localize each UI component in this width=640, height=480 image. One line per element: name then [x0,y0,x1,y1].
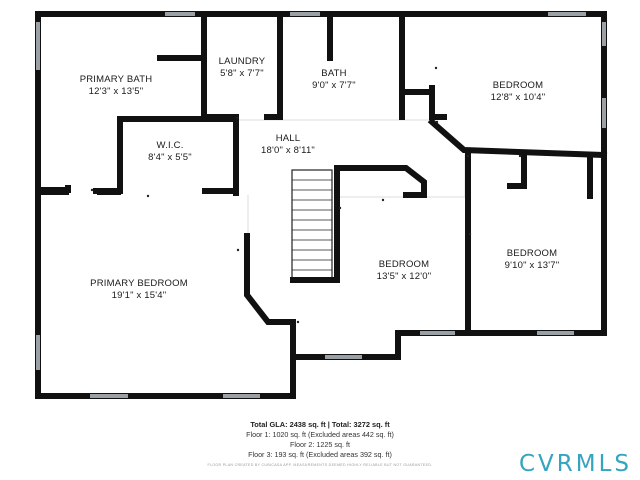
room-label-primary-bedroom: PRIMARY BEDROOM 19'1" x 15'4" [86,278,192,302]
room-name: PRIMARY BATH [79,74,153,85]
room-label-bedroom-east: BEDROOM 9'10" x 13'7" [492,248,572,272]
stair-enclosure-wall [244,233,296,360]
room-dimensions: 12'8" x 10'4" [490,92,546,103]
windows [36,12,606,398]
staircase [291,169,333,279]
walls [35,11,608,399]
room-name: LAUNDRY [218,56,266,67]
room-label-bedroom-center: BEDROOM 13'5" x 12'0" [364,259,444,283]
room-label-bedroom-ne: BEDROOM 12'8" x 10'4" [478,80,558,104]
room-label-bath: BATH 9'0" x 7'7" [298,68,370,92]
room-label-wic: W.I.C. 8'4" x 5'5" [132,140,208,164]
room-name: BEDROOM [506,248,558,259]
room-name: BATH [321,68,347,79]
room-label-laundry: LAUNDRY 5'8" x 7'7" [206,56,278,80]
wic-west-wall [117,116,239,193]
room-dimensions: 13'5" x 12'0" [376,271,432,282]
exterior-wall-north-east [35,11,607,336]
room-name: W.I.C. [156,140,184,151]
door-markers [90,66,522,324]
logo-text: CVRMLS [518,451,632,477]
room-label-primary-bath: PRIMARY BATH 12'3" x 13'5" [76,74,156,98]
room-dimensions: 9'0" x 7'7" [312,80,356,91]
primary-bath-east-wall [201,11,239,196]
room-name: HALL [275,133,301,144]
room-dimensions: 9'10" x 13'7" [504,260,560,271]
cvrmls-logo: CVRMLS [519,450,632,478]
disclaimer-text: FLOOR PLAN CREATED BY CUBICASA APP. MEAS… [207,463,433,467]
room-name: BEDROOM [378,259,430,270]
total-area-text: Total GLA: 2438 sq. ft | Total: 3272 sq.… [250,420,390,429]
room-dimensions: 19'1" x 15'4" [111,290,167,301]
room-dimensions: 18'0" x 8'11" [261,145,315,156]
floor3-area: Floor 3: 193 sq. ft (Excluded areas 392 … [248,450,392,459]
room-dimensions: 8'4" x 5'5" [148,152,192,163]
closet-angled-wall [334,165,427,198]
floor1-area: Floor 1: 1020 sq. ft (Excluded areas 442… [246,430,394,439]
room-dimensions: 12'3" x 13'5" [88,86,144,97]
room-name: PRIMARY BEDROOM [90,278,188,289]
stair-outline [291,169,333,279]
stair-center-wall [290,165,340,283]
bedroom-ne-south-wall [427,117,608,159]
total-area-line: Total GLA: 2438 sq. ft | Total: 3272 sq.… [0,420,640,429]
floor2-area: Floor 2: 1225 sq. ft [290,440,350,449]
room-name: BEDROOM [492,80,544,91]
room-label-hall: HALL 18'0" x 8'11" [250,133,326,157]
closet-wall [399,89,447,120]
room-dimensions: 5'8" x 7'7" [220,68,264,79]
